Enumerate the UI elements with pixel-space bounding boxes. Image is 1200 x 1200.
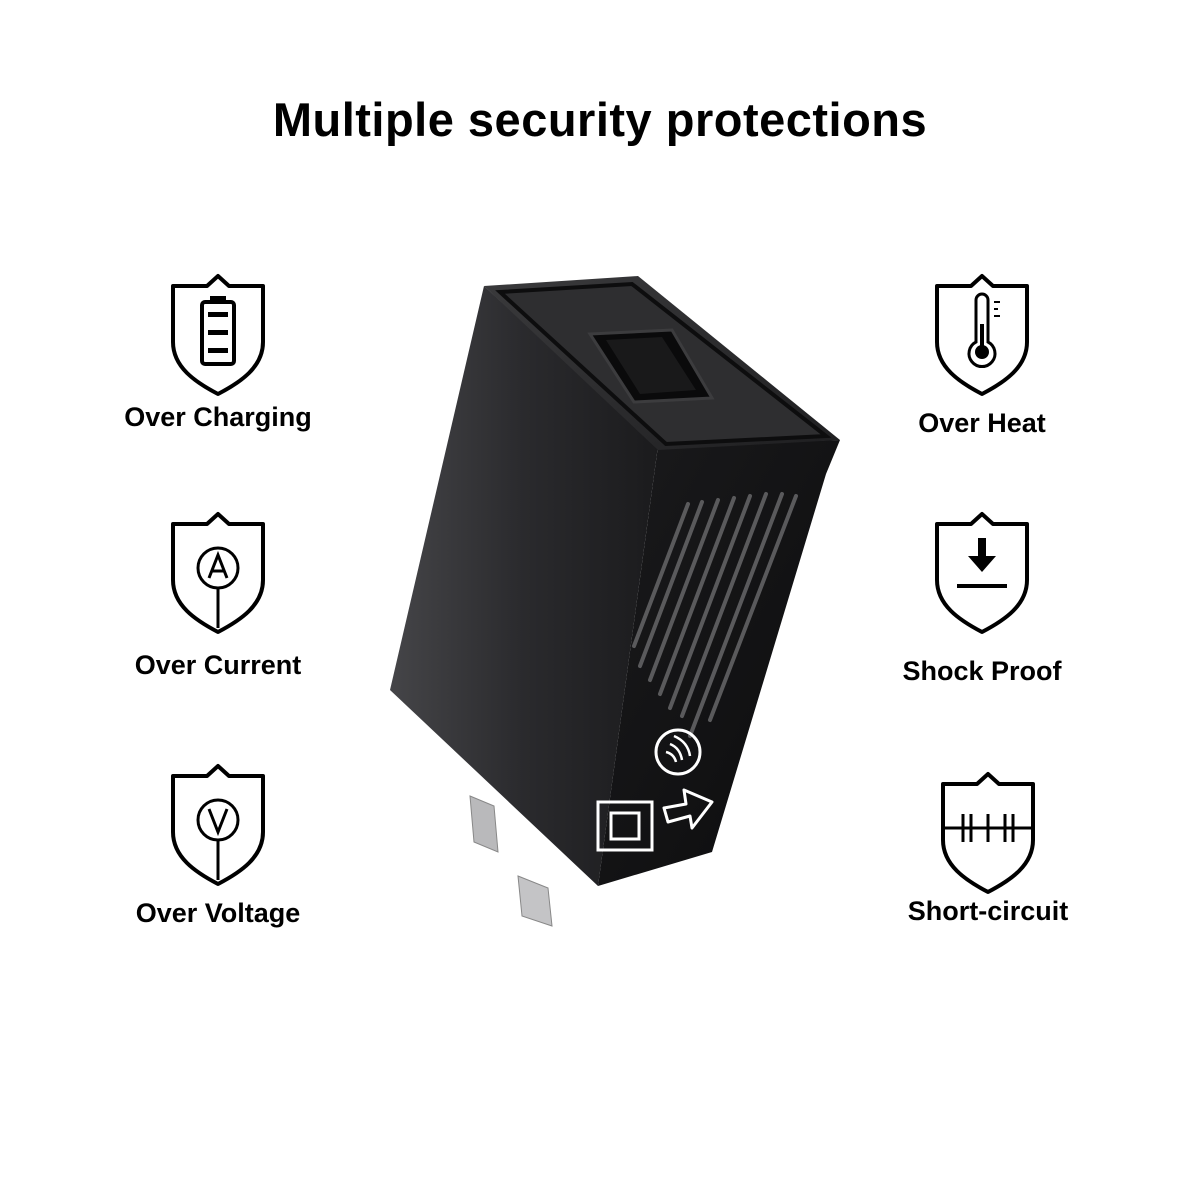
usb-wall-charger — [390, 276, 840, 927]
impact-shield-icon — [935, 512, 1029, 634]
feature-label: Over Charging — [124, 402, 312, 432]
thermometer-shield-icon — [935, 274, 1029, 396]
feature-label: Over Voltage — [135, 898, 301, 928]
feature-label: Over Heat — [918, 408, 1046, 438]
page-title: Multiple security protections — [272, 93, 928, 146]
feature-label: Over Current — [134, 650, 302, 680]
voltmeter-shield-icon — [171, 764, 265, 886]
feature-label: Short-circuit — [907, 896, 1069, 926]
battery-shield-icon — [171, 274, 265, 396]
feature-shock-proof: Shock Proof — [852, 510, 1112, 686]
ammeter-shield-icon — [171, 512, 265, 634]
circuit-shield-icon — [941, 772, 1035, 894]
feature-over-heat: Over Heat — [852, 272, 1112, 438]
feature-short-circuit: Short-circuit — [858, 770, 1118, 926]
feature-label: Shock Proof — [902, 656, 1062, 686]
feature-over-current: Over Current — [88, 510, 348, 680]
feature-over-charging: Over Charging — [88, 272, 348, 432]
feature-over-voltage: Over Voltage — [88, 762, 348, 928]
